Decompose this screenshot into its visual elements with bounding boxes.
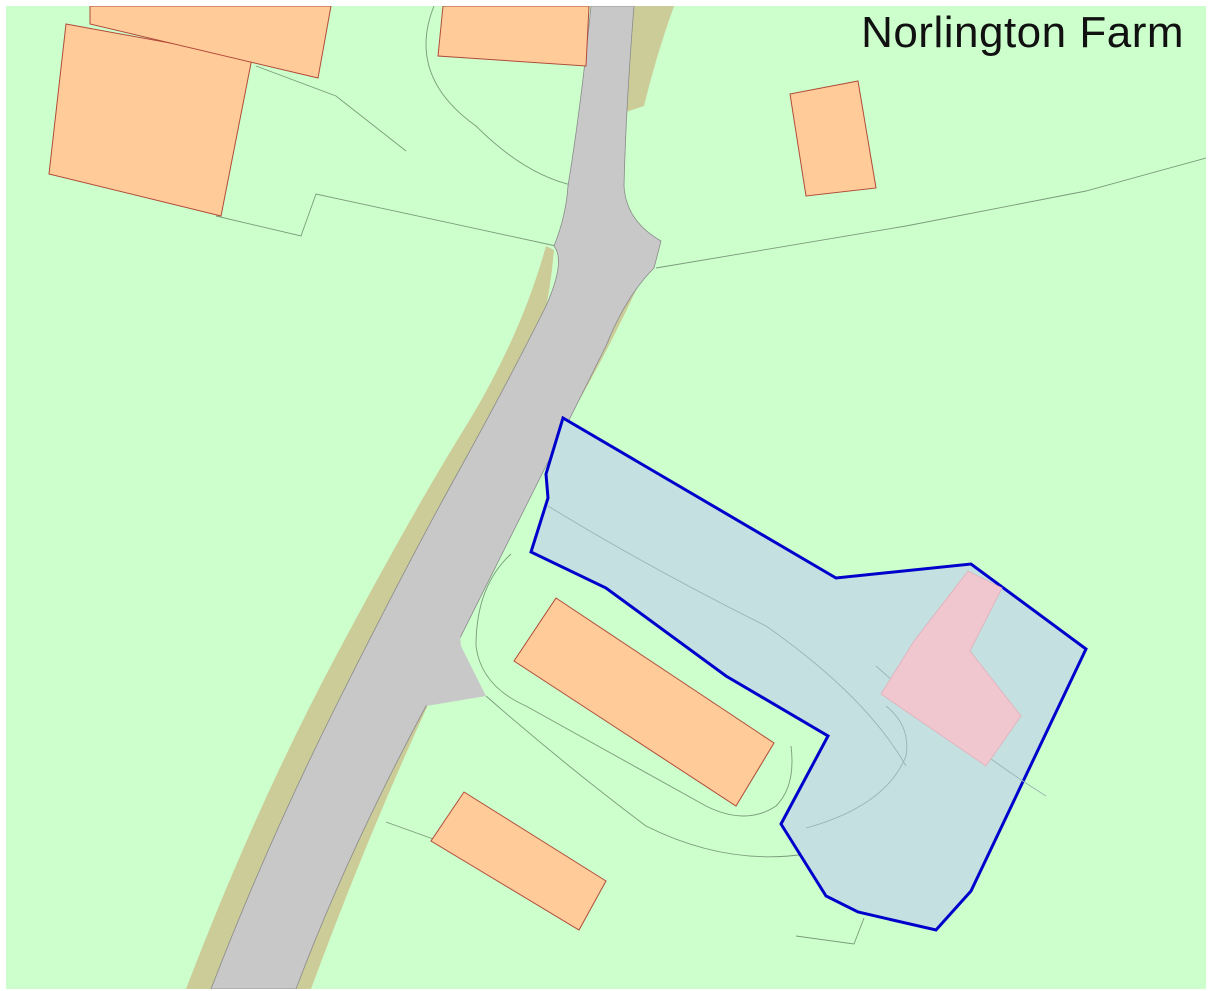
- driveway-loop: [475, 553, 793, 817]
- map-canvas[interactable]: Norlington Farm: [6, 6, 1206, 989]
- map-svg: [6, 6, 1206, 989]
- site-line-2: [805, 705, 908, 829]
- road-verge-west: [186, 246, 554, 989]
- track-line-west-boundary: [215, 193, 557, 247]
- track-line-south-corner: [795, 917, 865, 945]
- place-label: Norlington Farm: [861, 8, 1184, 57]
- road-verge-north: [626, 6, 674, 112]
- site-line-1: [547, 505, 907, 767]
- buildings: [48, 6, 877, 931]
- building-south-small: [430, 791, 607, 931]
- track-line-south-west: [385, 821, 437, 841]
- highlight-building: [880, 570, 1022, 767]
- site-boundary[interactable]: [529, 415, 1088, 932]
- building-north-central: [437, 6, 590, 67]
- track-line-north-loop: [425, 6, 577, 187]
- track-line-west-field: [255, 65, 407, 152]
- road: [210, 6, 662, 989]
- building-long-south: [513, 597, 775, 807]
- track-line-east-field: [655, 157, 1206, 269]
- building-northeast: [789, 80, 877, 197]
- building-northwest-top: [89, 6, 332, 79]
- road-bulge-entrance: [426, 554, 486, 706]
